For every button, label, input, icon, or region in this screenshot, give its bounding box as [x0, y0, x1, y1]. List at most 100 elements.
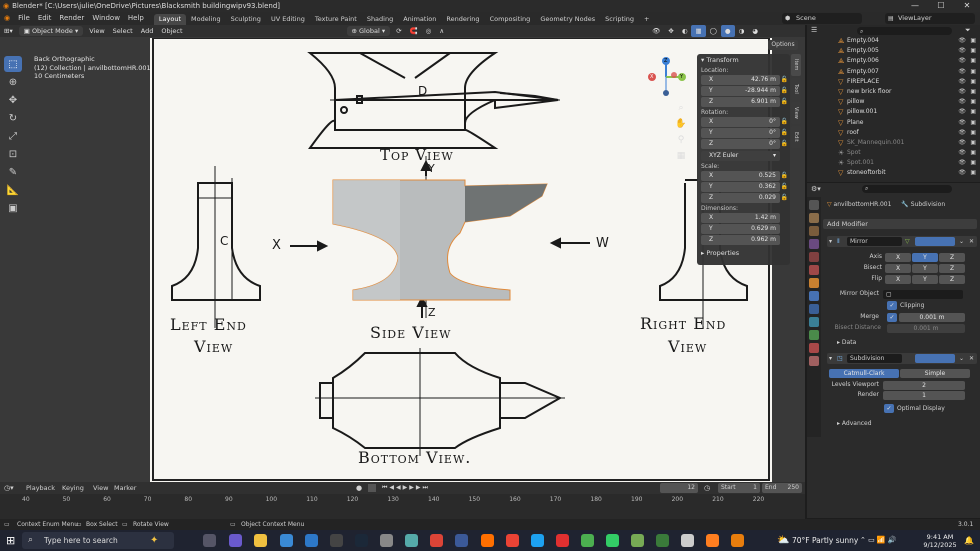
tab-scripting[interactable]: Scripting: [605, 14, 635, 23]
data-subpanel[interactable]: ▸ Data: [837, 339, 857, 346]
camera-icon[interactable]: ▣: [970, 159, 976, 167]
outliner-editor-icon[interactable]: ☰: [811, 26, 818, 34]
outliner-search-input[interactable]: ⌕: [857, 27, 952, 35]
app-icon-3[interactable]: [380, 534, 393, 547]
app-icon-4[interactable]: [405, 534, 418, 547]
lock-icon[interactable]: 🔓: [780, 118, 788, 125]
menu-add[interactable]: Add: [140, 27, 154, 35]
catmull-clark-button[interactable]: Catmull-Clark: [829, 369, 899, 378]
app-icon-10[interactable]: [606, 534, 619, 547]
list-item[interactable]: ☀Spot👁▣: [807, 148, 980, 158]
file-explorer-icon[interactable]: [254, 534, 267, 547]
eye-icon[interactable]: 👁: [958, 118, 966, 126]
record-icon[interactable]: ●: [356, 484, 363, 492]
windows-start-icon[interactable]: ⊞: [6, 534, 16, 547]
data-tab-icon[interactable]: [809, 330, 819, 340]
subdivision-modifier-header[interactable]: ▾ ◳ Subdivision ⌄ ✕: [827, 353, 977, 364]
dropdown-chevron-icon[interactable]: ⌄: [959, 238, 965, 245]
eye-icon[interactable]: 👁: [958, 138, 966, 146]
tray-icons[interactable]: ⌃ ▭ 📶 🔊: [860, 536, 897, 544]
list-item[interactable]: ⟁Empty.004👁▣: [807, 36, 980, 46]
app-icon-13[interactable]: [681, 534, 694, 547]
menu-render[interactable]: Render: [59, 14, 85, 22]
render-levels-field[interactable]: 1: [883, 391, 965, 400]
list-item[interactable]: ▽pillow👁▣: [807, 97, 980, 107]
flip-x-toggle[interactable]: X: [885, 275, 911, 284]
move-tool-icon[interactable]: ✥: [8, 94, 18, 106]
tab-rendering[interactable]: Rendering: [446, 14, 480, 23]
app-icon-6[interactable]: [481, 534, 494, 547]
vscode-icon[interactable]: [305, 534, 318, 547]
lock-icon[interactable]: 🔓: [780, 76, 788, 83]
lock-icon[interactable]: 🔓: [780, 140, 788, 147]
scene-selector[interactable]: ⬢ Scene: [782, 13, 862, 24]
dropdown-chevron-icon[interactable]: ⌄: [959, 355, 965, 362]
snap-icon[interactable]: 🧲: [409, 27, 418, 35]
properties-header[interactable]: ▸ Properties: [701, 249, 740, 257]
tab-compositing[interactable]: Compositing: [489, 14, 531, 23]
task-view-icon[interactable]: [203, 534, 216, 547]
tool-tab-icon[interactable]: [809, 200, 819, 210]
list-item[interactable]: ⟁Empty.006👁▣: [807, 56, 980, 66]
eye-icon[interactable]: 👁: [958, 128, 966, 136]
navigation-gizmo[interactable]: [644, 55, 688, 99]
eye-icon[interactable]: 👁: [958, 159, 966, 167]
particles-tab-icon[interactable]: [809, 304, 819, 314]
camera-icon[interactable]: ▣: [970, 98, 976, 106]
blender-menu-icon[interactable]: ◉: [4, 14, 11, 22]
rotation-mode-dropdown[interactable]: XYZ Euler▾: [701, 151, 780, 161]
visibility-icon[interactable]: 👁: [652, 27, 661, 35]
measure-tool-icon[interactable]: 📐: [6, 184, 20, 196]
eye-icon[interactable]: 👁: [958, 47, 966, 55]
world-tab-icon[interactable]: [809, 265, 819, 275]
list-item[interactable]: ⟁Empty.007👁▣: [807, 67, 980, 77]
location-y-field[interactable]: Y-28.944 m🔓: [701, 86, 788, 96]
tab-animation[interactable]: Animation: [403, 14, 437, 23]
lock-icon[interactable]: 🔓: [780, 194, 788, 201]
tab-view[interactable]: View: [791, 102, 801, 124]
flip-y-toggle[interactable]: Y: [912, 275, 938, 284]
camera-icon[interactable]: ▣: [970, 77, 976, 85]
playback-menu[interactable]: Playback: [26, 484, 56, 492]
app-icon-9[interactable]: [556, 534, 569, 547]
tab-tool[interactable]: Tool: [791, 78, 801, 100]
properties-editor-icon[interactable]: ⚙▾: [811, 185, 821, 193]
edge-icon[interactable]: [280, 534, 293, 547]
list-item[interactable]: ⟁Empty.005👁▣: [807, 46, 980, 56]
cursor-tool-icon[interactable]: ⊕: [8, 76, 18, 88]
menu-edit[interactable]: Edit: [37, 14, 52, 22]
tab-layout[interactable]: Layout: [153, 13, 186, 25]
camera-icon[interactable]: ▣: [970, 128, 976, 136]
ortho-grid-icon[interactable]: ▦: [676, 151, 686, 161]
merge-checkbox[interactable]: ✓: [887, 313, 897, 322]
eye-icon[interactable]: 👁: [958, 67, 966, 75]
physics-tab-icon[interactable]: [809, 317, 819, 327]
properties-search-input[interactable]: ⌕: [862, 185, 952, 193]
gizmo-toggle-icon[interactable]: ✥: [668, 27, 674, 35]
tab-edit[interactable]: Edit: [791, 126, 801, 148]
list-item[interactable]: ▽pillow.001👁▣: [807, 107, 980, 117]
camera-icon[interactable]: ▣: [970, 37, 976, 44]
eye-icon[interactable]: 👁: [958, 37, 966, 44]
camera-view-icon[interactable]: ⚲: [677, 135, 685, 145]
bisect-y-toggle[interactable]: Y: [912, 264, 938, 273]
list-item[interactable]: ▽FIREPLACE👁▣: [807, 77, 980, 87]
clock-time[interactable]: 9:41 AM: [926, 533, 954, 541]
annotate-tool-icon[interactable]: ✎: [8, 166, 18, 178]
menu-view[interactable]: View: [89, 27, 105, 35]
texture-tab-icon[interactable]: [809, 356, 819, 366]
tab-sculpting[interactable]: Sculpting: [230, 14, 261, 23]
overlay-icon[interactable]: ◐: [681, 27, 688, 35]
list-item[interactable]: ▽Plane👁▣: [807, 118, 980, 128]
menu-select[interactable]: Select: [112, 27, 133, 35]
pan-hand-icon[interactable]: ✋: [675, 119, 687, 129]
list-item[interactable]: ▽new brick floor👁▣: [807, 87, 980, 97]
maximize-button[interactable]: ☐: [937, 1, 945, 10]
flip-z-toggle[interactable]: Z: [939, 275, 965, 284]
